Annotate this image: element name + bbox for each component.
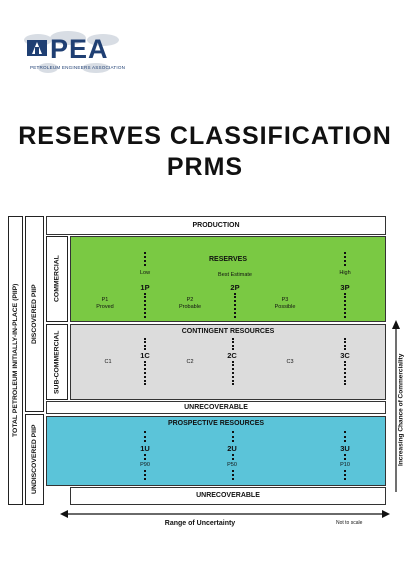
- contingent-2c: 2C: [227, 351, 237, 360]
- p1-label: P1: [101, 297, 109, 303]
- page-subtitle: PRMS: [166, 153, 244, 181]
- prospective-1u: 1U: [140, 444, 150, 453]
- pea-logo: PEA PETROLEUM ENGINEERS ASSOCIATION: [18, 28, 126, 76]
- dotted-line: [144, 454, 146, 460]
- page-title: RESERVES CLASSIFICATION: [18, 122, 392, 150]
- dotted-line: [144, 293, 146, 318]
- logo-subtitle: PETROLEUM ENGINEERS ASSOCIATION: [30, 65, 126, 70]
- p2-label: P2: [186, 297, 194, 303]
- commercial-label: COMMERCIAL: [46, 236, 68, 322]
- dotted-line: [144, 470, 146, 480]
- prospective-3u: 3U: [340, 444, 350, 453]
- prospective-2u: 2U: [227, 444, 237, 453]
- dotted-line: [144, 338, 146, 350]
- dotted-line: [344, 338, 346, 350]
- dotted-line: [344, 293, 346, 318]
- reserves-1p: 1P: [140, 283, 150, 292]
- unrecoverable-undiscovered: UNRECOVERABLE: [70, 487, 386, 505]
- y-axis-arrow: [392, 320, 400, 492]
- x-axis-arrow: [60, 510, 390, 518]
- low-label: Low: [139, 270, 151, 276]
- x-axis-label: Range of Uncertainty: [164, 520, 236, 527]
- p3-possible: Possible: [274, 304, 296, 310]
- dotted-line: [344, 470, 346, 480]
- c2-label: C2: [186, 359, 194, 365]
- dotted-line: [344, 361, 346, 385]
- reserves-title: RESERVES: [209, 256, 247, 263]
- high-label: High: [339, 270, 351, 276]
- production-box: PRODUCTION: [46, 216, 386, 235]
- dotted-line: [232, 454, 234, 460]
- p3-label: P3: [281, 297, 289, 303]
- contingent-1c: 1C: [140, 351, 150, 360]
- reserves-3p: 3P: [340, 283, 350, 292]
- contingent-3c: 3C: [340, 351, 350, 360]
- p50-label: P50: [227, 462, 237, 468]
- discovered-piip-label: DISCOVERED PIIP: [25, 216, 44, 412]
- p1-proved: Proved: [96, 304, 114, 310]
- prospective-box: [46, 416, 386, 486]
- scale-note: Not to scale: [336, 520, 363, 526]
- dotted-line: [232, 361, 234, 385]
- best-estimate-label: Best Estimate: [218, 272, 252, 278]
- reserves-2p: 2P: [230, 283, 240, 292]
- dotted-line: [344, 252, 346, 266]
- dotted-line: [144, 431, 146, 442]
- oil-rig-icon: [27, 40, 47, 56]
- logo-name: PEA: [50, 34, 109, 64]
- unrecoverable-discovered: UNRECOVERABLE: [46, 401, 386, 414]
- sub-commercial-label: SUB-COMMERCIAL: [46, 324, 68, 400]
- p90-label: P90: [140, 462, 150, 468]
- dotted-line: [234, 293, 236, 318]
- dotted-line: [144, 252, 146, 266]
- dotted-line: [144, 361, 146, 385]
- dotted-line: [232, 431, 234, 442]
- contingent-title: CONTINGENT RESOURCES: [181, 328, 275, 335]
- undiscovered-piip-label: UNDISCOVERED PIIP: [25, 414, 44, 505]
- total-piip-label: TOTAL PETROLEUM INITIALLY-IN-PLACE (PIIP…: [8, 216, 23, 505]
- p2-probable: Probable: [178, 304, 202, 310]
- reserves-box: [70, 236, 386, 322]
- dotted-line: [232, 470, 234, 480]
- c3-label: C3: [286, 359, 294, 365]
- prospective-title: PROSPECTIVE RESOURCES: [167, 420, 265, 427]
- c1-label: C1: [104, 359, 112, 365]
- dotted-line: [344, 454, 346, 460]
- dotted-line: [232, 338, 234, 350]
- contingent-box: [70, 324, 386, 400]
- y-axis-label: Increasing Chance of Commerciality: [397, 353, 405, 467]
- p10-label: P10: [340, 462, 350, 468]
- dotted-line: [344, 431, 346, 442]
